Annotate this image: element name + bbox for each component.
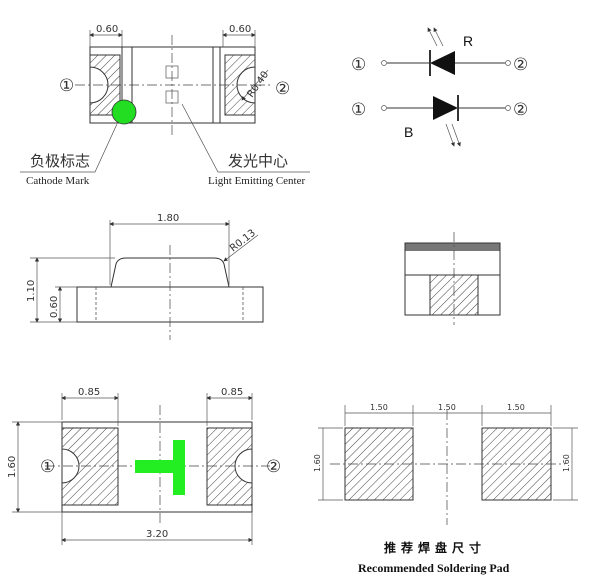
- led-b-triangle: [433, 96, 458, 120]
- bottom-left-pad: [61, 427, 119, 506]
- dim-height-total: 1.10: [26, 280, 37, 302]
- dim-pad-left: 0.85: [78, 387, 100, 398]
- led-r-triangle: [430, 51, 455, 75]
- bottom-pin2: ②: [266, 457, 281, 477]
- radius-label: R0.40: [245, 69, 271, 99]
- dim-pad-width-2: 1.50: [507, 403, 525, 412]
- top-view: 0.60 0.60 R0.40 ① ② 负极标志 Cathode Mark 发光…: [20, 24, 310, 187]
- dim-width: 1.80: [157, 213, 179, 224]
- label-b: B: [404, 124, 413, 140]
- dim-top-left: 0.60: [96, 24, 118, 35]
- bottom-pin1: ①: [40, 457, 55, 477]
- schematic-pin1-top: ①: [351, 55, 366, 75]
- dim-pad-height-right: 1.60: [562, 454, 571, 472]
- polarity-mark-bar: [135, 460, 185, 473]
- dim-pad-width-1: 1.50: [370, 403, 388, 412]
- pin2-label: ②: [275, 79, 290, 99]
- dim-height: 1.60: [7, 456, 18, 478]
- cathode-mark-en: Cathode Mark: [26, 175, 90, 187]
- solder-pad-title-en: Recommended Soldering Pad: [358, 561, 510, 575]
- cathode-mark-cn: 负极标志: [30, 152, 90, 170]
- emitting-center-cn: 发光中心: [228, 152, 288, 170]
- polarity-mark-stem: [173, 440, 185, 495]
- pin1-label: ①: [59, 76, 74, 96]
- schematic-pin1-bottom: ①: [351, 100, 366, 120]
- bottom-view: ① ② 0.85 0.85 1.60 3.20: [7, 387, 281, 545]
- dim-length: 3.20: [146, 529, 168, 540]
- end-view: [404, 232, 501, 325]
- side-view: 1.80 R0.13 1.10 0.60: [26, 213, 264, 340]
- schematic-pin2-top: ②: [513, 55, 528, 75]
- dim-pad-height-left: 1.60: [313, 454, 322, 472]
- chip-lower: [165, 90, 179, 104]
- right-electrode: [224, 54, 256, 116]
- dim-pad-right: 0.85: [221, 387, 243, 398]
- dim-top-right: 0.60: [229, 24, 251, 35]
- recommended-solder-pad: 1.50 1.50 1.50 1.60 1.60 推荐焊盘尺寸 Recommen…: [313, 403, 578, 575]
- emitting-center-en: Light Emitting Center: [208, 175, 305, 187]
- solder-pad-title-cn: 推荐焊盘尺寸: [384, 540, 486, 555]
- chip-upper: [165, 65, 179, 79]
- left-electrode: [89, 54, 121, 116]
- cathode-mark-dot: [111, 99, 137, 125]
- dim-height-base: 0.60: [49, 296, 60, 318]
- dim-radius: R0.13: [228, 228, 258, 255]
- dim-gap: 1.50: [438, 403, 456, 412]
- circuit-symbol: ① ② R ① ② B: [351, 27, 528, 147]
- bottom-right-pad: [206, 427, 253, 506]
- schematic-pin2-bottom: ②: [513, 100, 528, 120]
- label-r: R: [463, 33, 473, 49]
